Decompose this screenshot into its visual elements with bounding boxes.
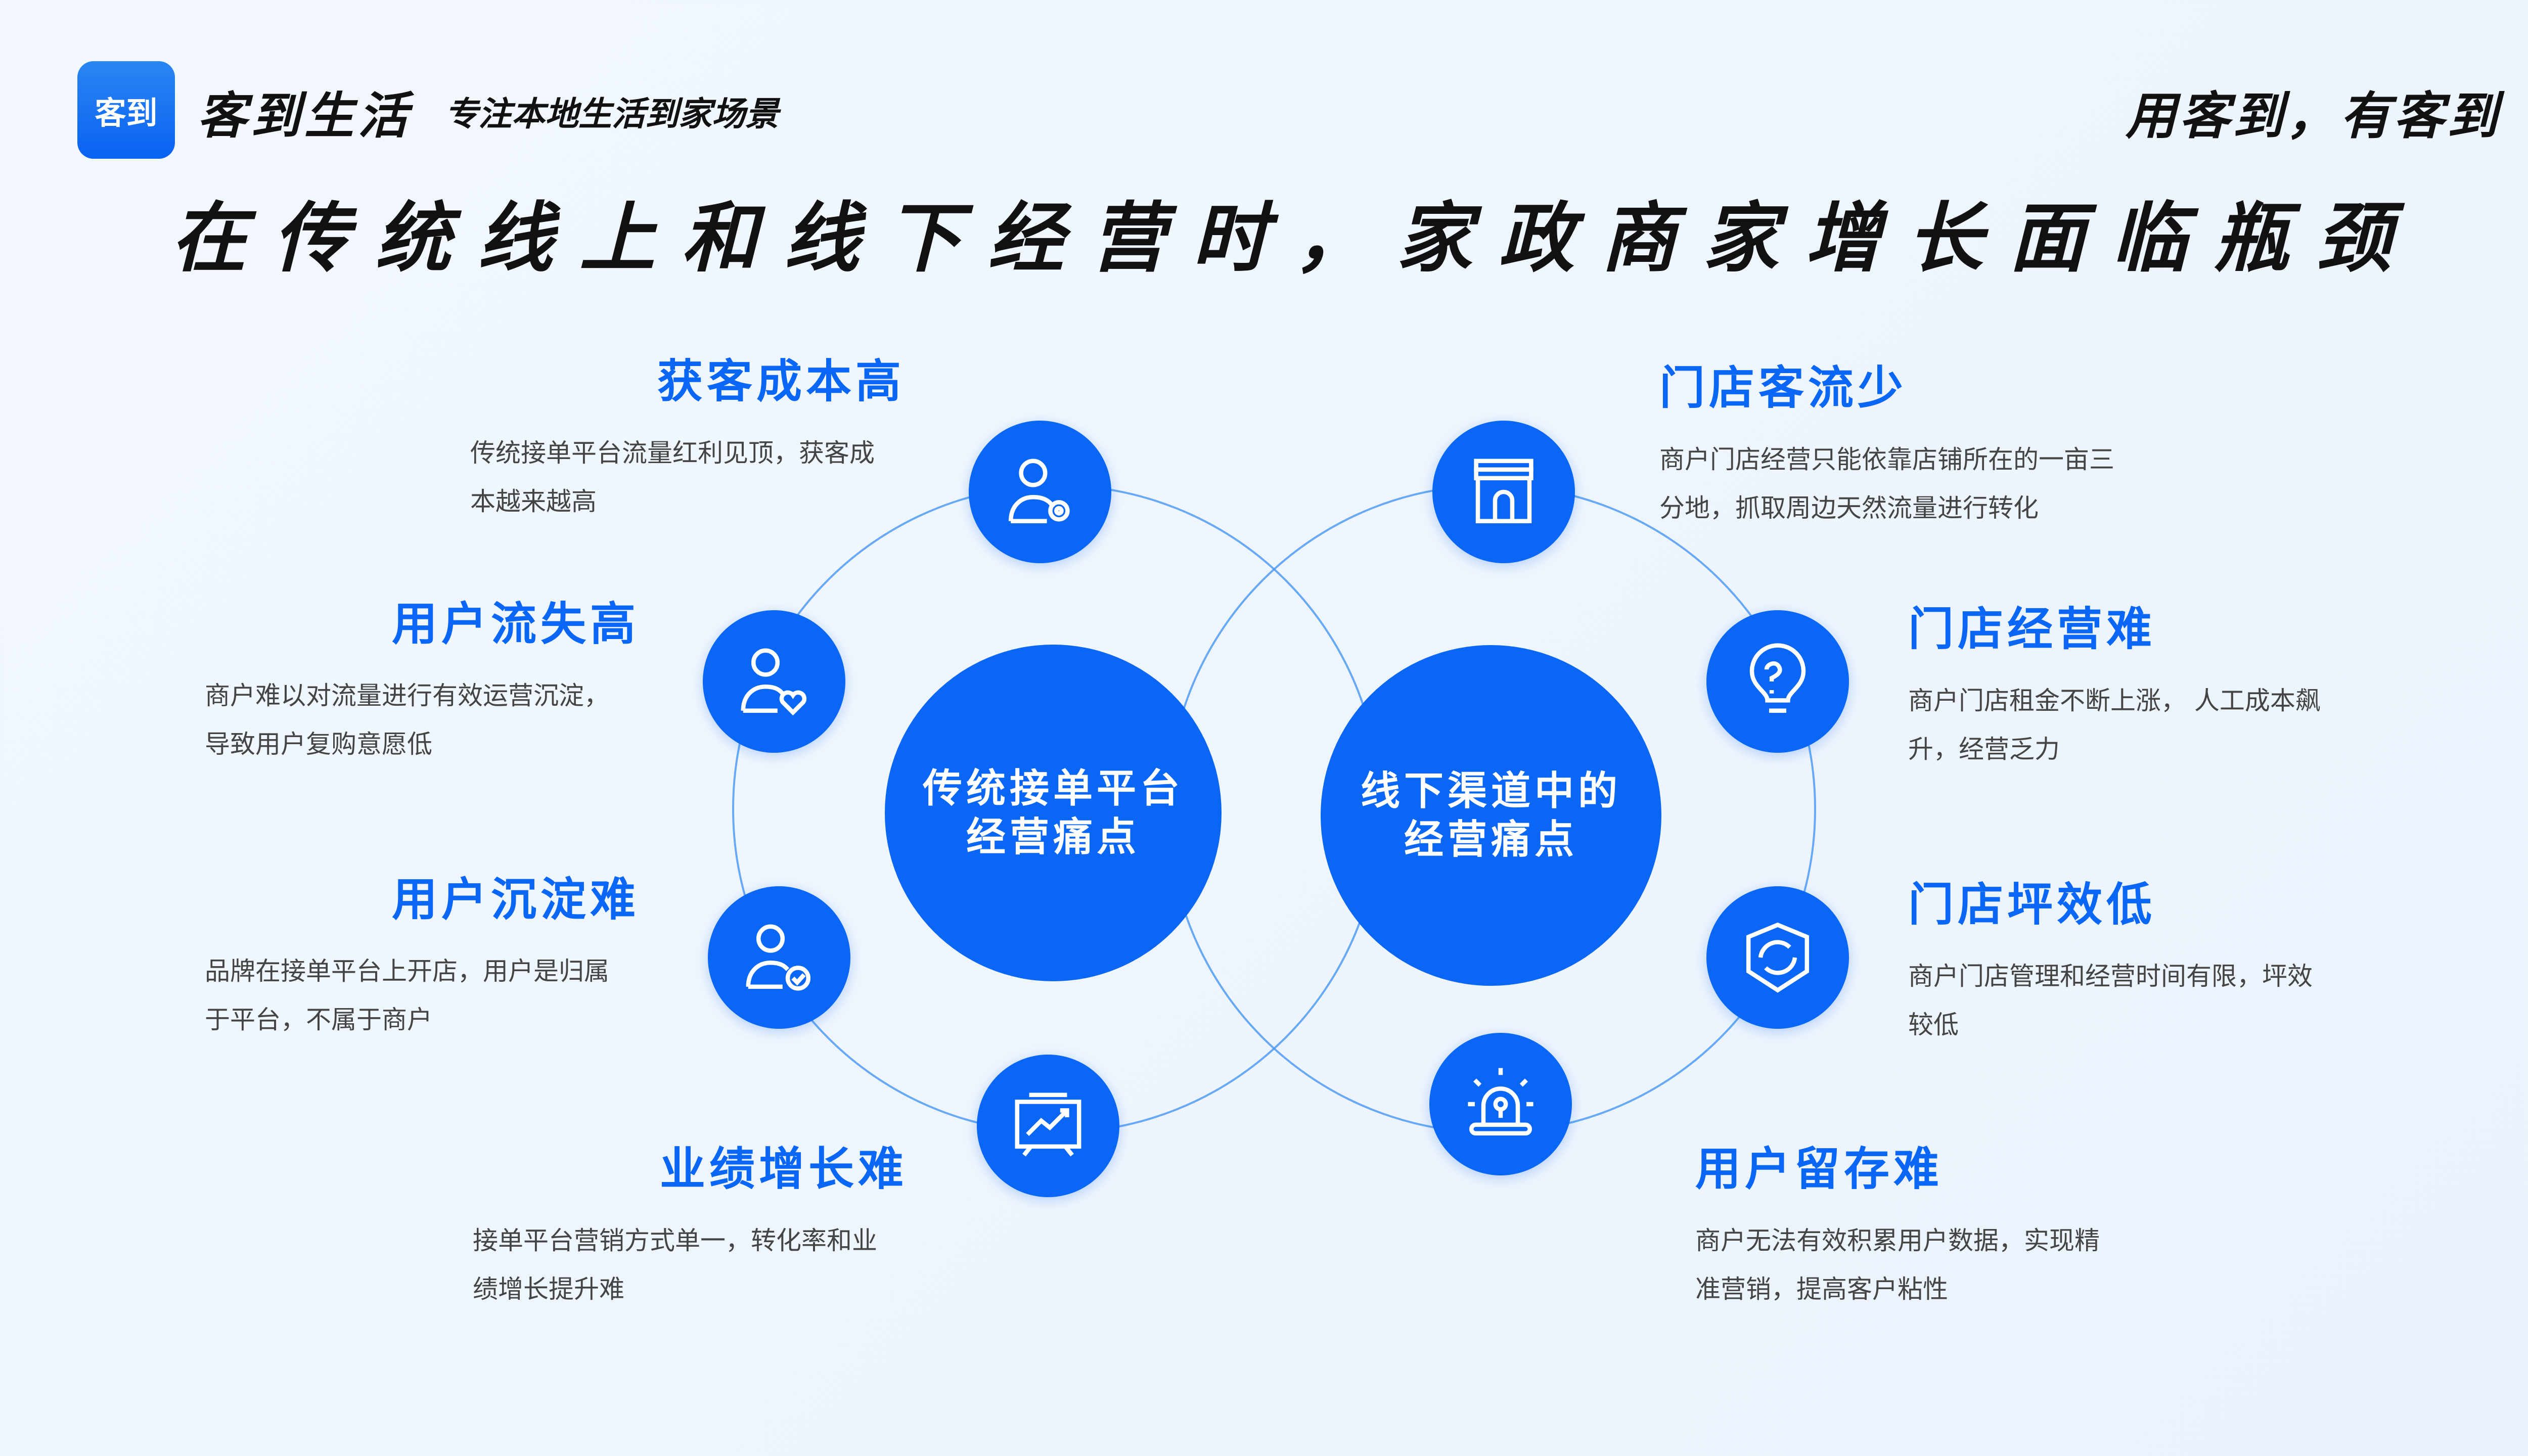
point-store-operation: 门店经营难商户门店租金不断上涨， 人工成本飙升，经营乏力 [1908,602,2343,774]
point-desc: 商户无法有效积累用户数据，实现精 [1695,1226,2100,1255]
point-desc: 升，经营乏力 [1908,735,2060,764]
page-title: 在传统线上和线下经营时，家政商家增长面临瓶颈 [170,195,2418,283]
point-store-traffic: 门店客流少商户门店经营只能依靠店铺所在的一亩三分地，抓取周边天然流量进行转化 [1659,360,2165,532]
point-title: 用户沉淀难 [392,873,640,926]
hub-left-line: 经营痛点 [966,814,1140,860]
point-desc: 分地，抓取周边天然流量进行转化 [1659,493,2039,523]
point-desc: 绩增长提升难 [473,1275,624,1304]
hub-right-line: 线下渠道中的 [1360,768,1621,814]
point-desc: 于平台，不属于商户 [205,1005,432,1034]
logo: 客到 [77,61,175,159]
user-check-icon [708,886,850,1029]
point-desc: 接单平台营销方式单一，转化率和业 [473,1226,877,1255]
point-desc: 传统接单平台流量红利见顶，获客成 [470,438,875,468]
point-acquisition-cost: 获客成本高传统接单平台流量红利见顶，获客成本越来越高 [470,354,905,526]
point-store-efficiency: 门店坪效低商户门店管理和经营时间有限，坪效较低 [1908,877,2343,1049]
hub-right-line: 经营痛点 [1404,817,1578,862]
point-user-churn: 用户流失高商户难以对流量进行有效运营沉淀， 导致用户复购意愿低 [205,597,640,768]
point-desc: 商户门店管理和经营时间有限，坪效 [1908,962,2313,991]
point-desc: 本越来越高 [470,487,597,516]
point-title: 门店客流少 [1659,361,1907,415]
point-desc: 品牌在接单平台上开店，用户是归属 [205,957,609,986]
point-title: 用户留存难 [1695,1143,1943,1196]
point-desc: 商户门店经营只能依靠店铺所在的一亩三 [1659,445,2114,474]
store-icon [1432,421,1575,563]
chart-board-icon [977,1055,1119,1197]
hub-right: 线下渠道中的经营痛点 [1321,645,1661,986]
point-growth: 业绩增长难接单平台营销方式单一，转化率和业绩增长提升难 [473,1142,908,1313]
point-desc: 导致用户复购意愿低 [205,730,432,759]
point-user-keep: 用户留存难商户无法有效积累用户数据，实现精准营销，提高客户粘性 [1695,1142,2130,1313]
point-desc: 准营销，提高客户粘性 [1695,1275,1948,1304]
box-cycle-icon [1706,886,1849,1029]
point-desc: 商户门店租金不断上涨， 人工成本飙 [1908,686,2321,715]
brand-name: 客到生活 [197,87,412,145]
hub-left: 传统接单平台经营痛点 [885,645,1222,981]
user-gear-icon [969,421,1111,563]
user-heart-icon [703,610,845,753]
hub-left-line: 传统接单平台 [922,766,1184,811]
brand-slogan: 专注本地生活到家场景 [445,95,779,133]
point-title: 门店经营难 [1908,603,2156,656]
point-desc: 较低 [1908,1010,1959,1039]
point-title: 门店坪效低 [1908,878,2156,931]
point-title: 获客成本高 [657,355,905,408]
point-desc: 商户难以对流量进行有效运营沉淀， [205,681,609,710]
bulb-question-icon [1706,610,1849,753]
point-title: 用户流失高 [392,598,640,651]
alarm-light-icon [1429,1033,1572,1175]
tagline: 用客到，有客到 [2126,86,2501,146]
logo-text: 客到 [95,94,158,131]
point-user-retention: 用户沉淀难品牌在接单平台上开店，用户是归属于平台，不属于商户 [205,872,640,1044]
point-title: 业绩增长难 [660,1143,908,1196]
